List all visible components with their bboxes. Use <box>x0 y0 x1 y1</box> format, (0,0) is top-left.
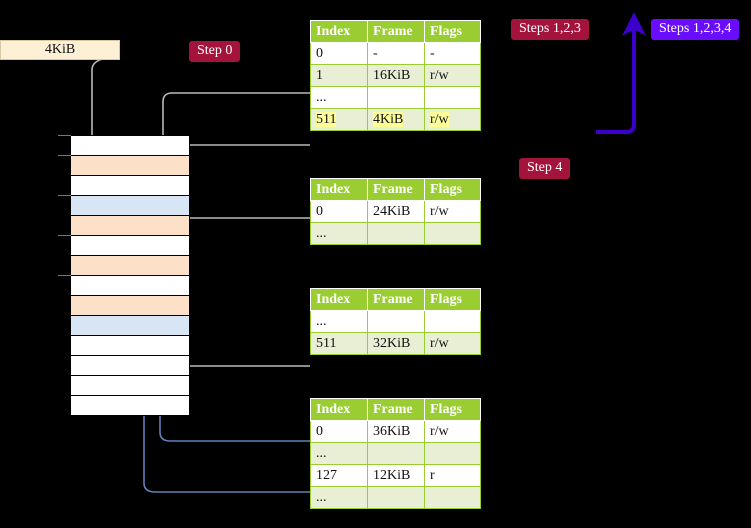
memory-frame-row <box>70 215 190 236</box>
cell-index: ... <box>310 310 368 333</box>
column-header-index: Index <box>310 178 368 201</box>
badge-step-0: Step 0 <box>189 41 241 62</box>
violet-step-arrow <box>596 12 646 134</box>
column-header-flags: Flags <box>424 288 481 311</box>
physical-memory-column <box>70 135 190 416</box>
cell-index: 127 <box>310 464 368 487</box>
memory-frame-row <box>70 155 190 176</box>
cell-index: ... <box>310 486 368 509</box>
cell-index: 1 <box>310 64 368 87</box>
wire-table2-row511-to-memory <box>173 313 310 367</box>
column-header-index: Index <box>310 398 368 421</box>
column-header-index: Index <box>310 20 368 43</box>
cell-frame: 4KiB <box>367 108 425 131</box>
table-row: ... <box>310 486 481 509</box>
cell-flags: r <box>424 464 481 487</box>
memory-frame-row <box>70 175 190 196</box>
column-header-flags: Flags <box>424 20 481 43</box>
memory-frame-tick <box>58 195 71 196</box>
cell-frame <box>367 86 425 109</box>
column-header-index: Index <box>310 288 368 311</box>
column-header-frame: Frame <box>367 178 425 201</box>
memory-frame-tick <box>58 155 71 156</box>
memory-frame-row <box>70 255 190 276</box>
cell-flags: r/w <box>424 200 481 223</box>
cell-frame: 32KiB <box>367 332 425 355</box>
memory-frame-row <box>70 375 190 396</box>
column-header-frame: Frame <box>367 20 425 43</box>
memory-frame-row <box>70 295 190 316</box>
cell-flags: - <box>424 42 481 65</box>
memory-frame-row <box>70 135 190 156</box>
cell-frame: 36KiB <box>367 420 425 443</box>
virtual-address-box: 4KiB <box>0 40 120 60</box>
badge-steps-123: Steps 1,2,3 <box>511 19 589 40</box>
cell-flags: r/w <box>424 108 481 131</box>
cell-flags: r/w <box>424 420 481 443</box>
wire-table1-row0-to-memory <box>173 217 310 269</box>
cell-frame: 24KiB <box>367 200 425 223</box>
cell-index: 0 <box>310 42 368 65</box>
cell-flags: r/w <box>424 332 481 355</box>
cell-frame: 16KiB <box>367 64 425 87</box>
cell-index: ... <box>310 222 368 245</box>
column-header-flags: Flags <box>424 178 481 201</box>
memory-frame-row <box>70 395 190 416</box>
column-header-frame: Frame <box>367 398 425 421</box>
cell-index: 511 <box>310 108 368 131</box>
memory-frame-row <box>70 355 190 376</box>
cell-index: 511 <box>310 332 368 355</box>
table-row: ... <box>310 222 481 245</box>
memory-frame-tick <box>58 135 71 136</box>
cell-frame: - <box>367 42 425 65</box>
memory-frame-row <box>70 275 190 296</box>
memory-frame-tick <box>58 235 71 236</box>
cell-flags <box>424 442 481 465</box>
column-header-frame: Frame <box>367 288 425 311</box>
badge-steps-1234: Steps 1,2,3,4 <box>651 19 740 40</box>
cell-frame <box>367 222 425 245</box>
cell-index: ... <box>310 86 368 109</box>
wire-table0-row511-to-memory <box>173 144 310 161</box>
virtual-address-label: 4KiB <box>44 42 76 57</box>
table-row: ... <box>310 86 481 109</box>
table-row: ... <box>310 442 481 465</box>
cell-frame <box>367 486 425 509</box>
cell-index: ... <box>310 442 368 465</box>
cell-index: 0 <box>310 420 368 443</box>
cell-flags <box>424 222 481 245</box>
cell-flags: r/w <box>424 64 481 87</box>
cell-frame <box>367 310 425 333</box>
cell-index: 0 <box>310 200 368 223</box>
badge-step-4: Step 4 <box>519 158 571 179</box>
cell-flags <box>424 86 481 109</box>
memory-frame-tick <box>58 275 71 276</box>
cell-frame: 12KiB <box>367 464 425 487</box>
column-header-flags: Flags <box>424 398 481 421</box>
cell-frame <box>367 442 425 465</box>
memory-frame-row <box>70 195 190 216</box>
table-row: 0-- <box>310 42 481 65</box>
memory-frame-row <box>70 235 190 256</box>
cell-flags <box>424 486 481 509</box>
cell-flags <box>424 310 481 333</box>
memory-frame-row <box>70 335 190 356</box>
table-row: ... <box>310 310 481 333</box>
memory-frame-row <box>70 315 190 336</box>
